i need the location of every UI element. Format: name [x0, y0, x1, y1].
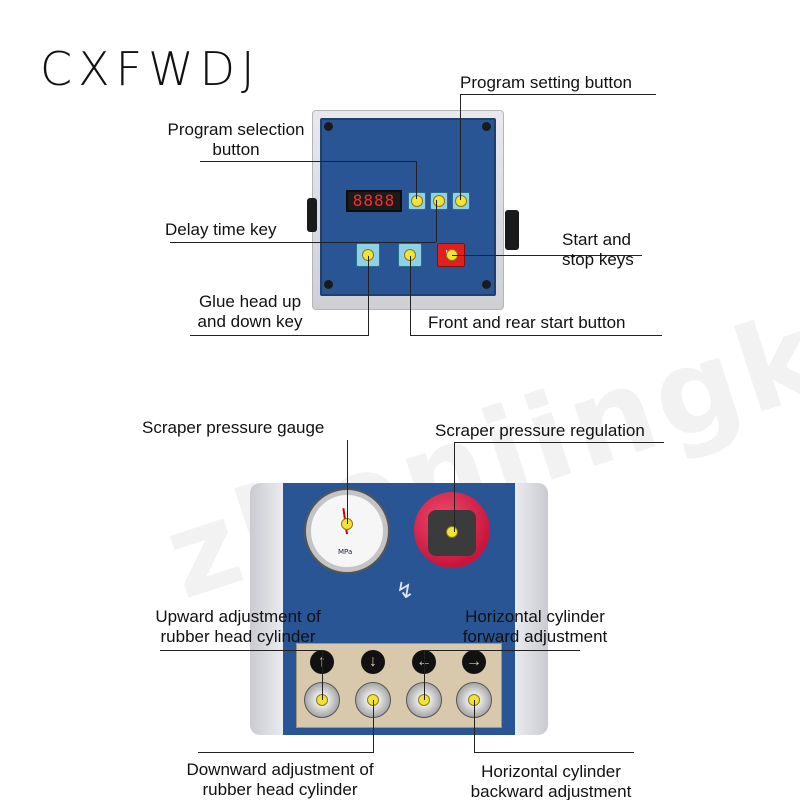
- leader-line: [410, 256, 411, 336]
- leader-line: [190, 335, 368, 336]
- upward-adjust-label-line2: rubber head cylinder: [160, 627, 316, 646]
- leader-line: [416, 161, 417, 199]
- down-arrow-icon: ↓: [361, 650, 385, 674]
- upward-adjust-label-line1: Upward adjustment of: [155, 607, 321, 626]
- leader-line: [322, 650, 323, 700]
- leader-line: [373, 700, 374, 752]
- front-rear-label: Front and rear start button: [428, 313, 626, 332]
- delay-time-label: Delay time key: [165, 220, 277, 239]
- downward-adjust-label: Downward adjustment of rubber head cylin…: [168, 760, 392, 800]
- leader-line: [454, 442, 455, 532]
- left-mount-knob: [307, 198, 317, 232]
- leader-line: [347, 440, 348, 524]
- horizontal-forward-label-line2: forward adjustment: [462, 627, 608, 646]
- start-stop-label: Start and stop keys: [562, 230, 634, 270]
- scraper-pictogram-icon: ↯: [395, 578, 415, 603]
- horizontal-forward-label: Horizontal cylinder forward adjustment: [446, 607, 624, 647]
- downward-adjust-label-line1: Downward adjustment of: [186, 760, 374, 779]
- horizontal-backward-label-line1: Horizontal cylinder: [481, 762, 621, 781]
- screw-icon: [324, 280, 333, 289]
- leader-line: [424, 650, 580, 651]
- leader-line: [170, 242, 436, 243]
- start-stop-label-line2: stop keys: [562, 250, 634, 269]
- leader-line: [198, 752, 374, 753]
- leader-line: [474, 700, 475, 752]
- leader-line: [452, 255, 642, 256]
- glue-head-label-line2: and down key: [197, 312, 303, 331]
- indicator-dot: [411, 195, 423, 207]
- program-selection-label: Program selection button: [156, 120, 316, 160]
- screw-icon: [324, 122, 333, 131]
- leader-line: [460, 94, 461, 200]
- program-setting-label: Program setting button: [460, 73, 632, 92]
- upward-adjust-label: Upward adjustment of rubber head cylinde…: [138, 607, 338, 647]
- screw-icon: [482, 122, 491, 131]
- right-arrow-icon: →: [462, 650, 486, 674]
- downward-adjust-label-line2: rubber head cylinder: [202, 780, 358, 799]
- indicator-dot: [433, 195, 445, 207]
- horizontal-backward-label: Horizontal cylinder backward adjustment: [455, 762, 647, 800]
- leader-line: [410, 335, 662, 336]
- leader-line: [368, 256, 369, 336]
- horizontal-forward-label-line1: Horizontal cylinder: [465, 607, 605, 626]
- screw-icon: [482, 280, 491, 289]
- leader-line: [200, 161, 416, 162]
- leader-line: [460, 94, 656, 95]
- indicator-dot: [446, 526, 458, 538]
- start-stop-label-line1: Start and: [562, 230, 631, 249]
- right-mount-knob: [505, 210, 519, 250]
- program-selection-label-line1: Program selection: [167, 120, 305, 139]
- program-selection-label-line2: button: [212, 140, 260, 159]
- brand-logo: CXFWDJ: [40, 42, 261, 96]
- leader-line: [454, 442, 664, 443]
- leader-line: [474, 752, 634, 753]
- leader-line: [424, 650, 425, 700]
- leader-line: [436, 200, 437, 242]
- glue-head-label: Glue head up and down key: [184, 292, 316, 332]
- glue-head-label-line1: Glue head up: [198, 292, 302, 311]
- indicator-dot: [455, 195, 467, 207]
- scraper-regulation-label: Scraper pressure regulation: [435, 421, 645, 440]
- scraper-gauge-label: Scraper pressure gauge: [142, 418, 325, 437]
- gauge-unit: MPa: [338, 548, 353, 556]
- led-display: 8888: [346, 190, 402, 212]
- leader-line: [160, 650, 322, 651]
- horizontal-backward-label-line2: backward adjustment: [470, 782, 632, 800]
